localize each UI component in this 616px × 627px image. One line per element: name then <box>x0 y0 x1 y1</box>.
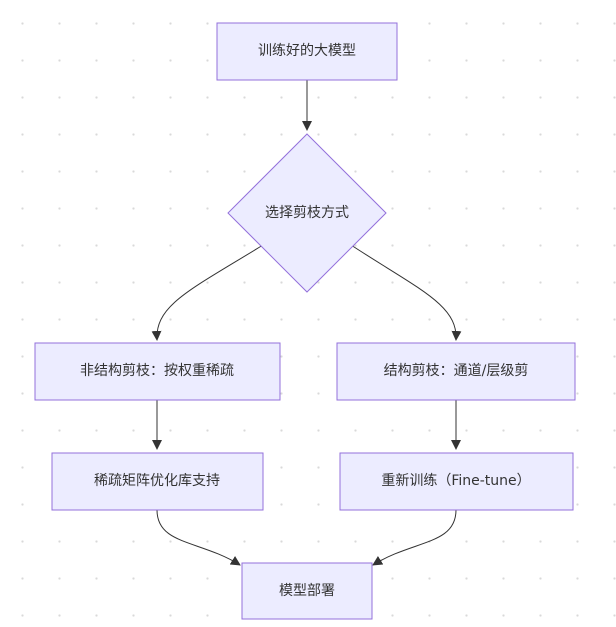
edge-choose-to-unstructured <box>151 244 264 341</box>
node-unstructured-pruning-label: 非结构剪枝：按权重稀疏 <box>80 363 234 379</box>
node-structured-pruning-label: 结构剪枝：通道/层级剪 <box>384 363 529 379</box>
edge-choose-to-structured <box>350 244 462 341</box>
node-sparse-library-label: 稀疏矩阵优化库支持 <box>94 473 220 489</box>
edge-sparse-to-deploy <box>156 509 241 566</box>
node-choose-method-label: 选择剪枝方式 <box>265 205 349 221</box>
edge-finetune-to-deploy <box>372 509 457 566</box>
node-sparse-library: 稀疏矩阵优化库支持 <box>51 452 264 511</box>
node-structured-pruning: 结构剪枝：通道/层级剪 <box>336 342 576 401</box>
edges <box>151 80 462 566</box>
node-unstructured-pruning: 非结构剪枝：按权重稀疏 <box>34 342 281 401</box>
node-trained-model-label: 训练好的大模型 <box>258 43 356 59</box>
node-finetune-label: 重新训练（Fine-tune） <box>381 473 530 489</box>
node-choose-method: 选择剪枝方式 <box>227 133 387 293</box>
node-trained-model: 训练好的大模型 <box>216 22 398 81</box>
node-deploy: 模型部署 <box>241 562 373 620</box>
node-deploy-label: 模型部署 <box>279 583 335 599</box>
node-finetune: 重新训练（Fine-tune） <box>339 452 574 511</box>
